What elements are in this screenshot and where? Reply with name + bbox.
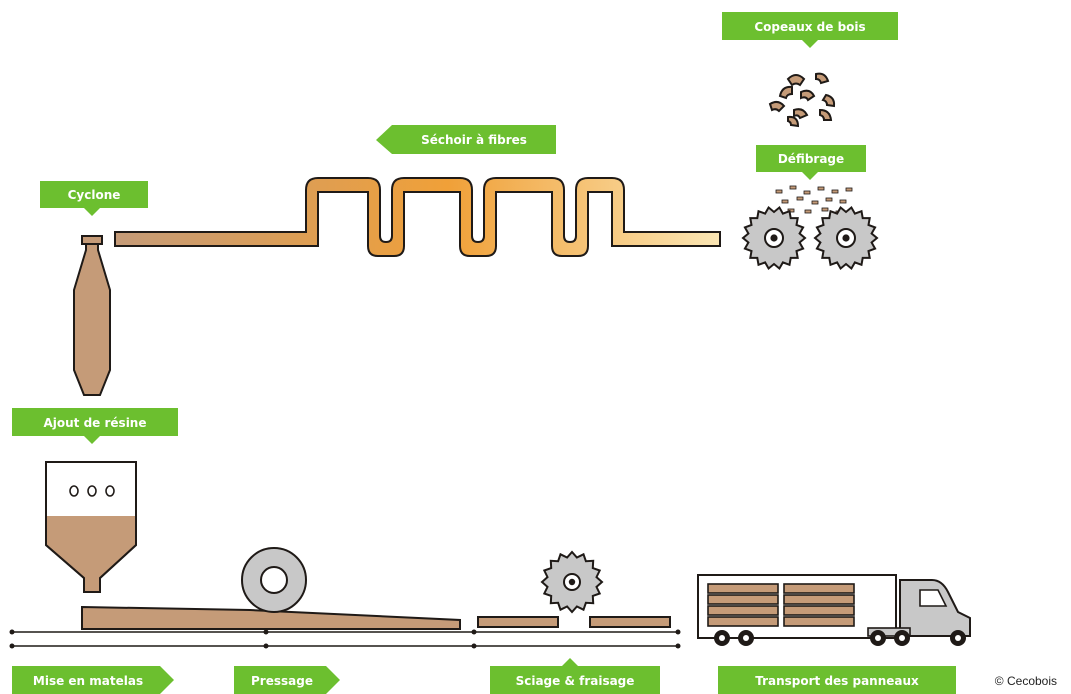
cyclone-icon — [73, 235, 111, 396]
label-sechoir: Séchoir à fibres — [376, 125, 556, 154]
resin-drops — [69, 485, 115, 497]
fiber-mat — [81, 605, 461, 630]
saw-blade-icon — [813, 205, 879, 271]
board-left — [477, 616, 559, 628]
label-sciage-text: Sciage & fraisage — [516, 674, 635, 688]
label-cyclone: Cyclone — [40, 181, 148, 216]
label-ajout-resine: Ajout de résine — [12, 408, 178, 444]
label-transport: Transport des panneaux — [718, 666, 956, 694]
label-sechoir-text: Séchoir à fibres — [421, 133, 527, 147]
wood-chips-icon — [768, 72, 836, 128]
roller-icon — [241, 547, 307, 613]
label-pressage: Pressage — [234, 666, 340, 694]
label-cyclone-text: Cyclone — [68, 188, 121, 202]
truck-panels — [707, 583, 855, 627]
saw-blade-icon — [741, 205, 807, 271]
label-pressage-text: Pressage — [251, 674, 313, 688]
truck-icon — [697, 574, 971, 646]
hopper-icon — [45, 461, 137, 593]
label-copeaux-text: Copeaux de bois — [754, 20, 865, 34]
board-right — [589, 616, 671, 628]
label-defibrage-text: Défibrage — [778, 152, 844, 166]
truck-wheels — [714, 630, 966, 646]
conveyor — [9, 629, 681, 649]
label-defibrage: Défibrage — [756, 145, 866, 180]
label-mise-en-matelas-text: Mise en matelas — [33, 674, 143, 688]
label-transport-text: Transport des panneaux — [755, 674, 919, 688]
fiber-dryer-pipe — [114, 177, 721, 257]
credit: © Cecobois — [994, 674, 1057, 688]
label-copeaux: Copeaux de bois — [722, 12, 898, 48]
label-sciage: Sciage & fraisage — [490, 658, 660, 694]
label-mise-en-matelas: Mise en matelas — [12, 666, 174, 694]
defibrage-dust — [775, 185, 853, 215]
saw-blade-icon — [540, 550, 604, 614]
label-ajout-resine-text: Ajout de résine — [43, 416, 146, 430]
